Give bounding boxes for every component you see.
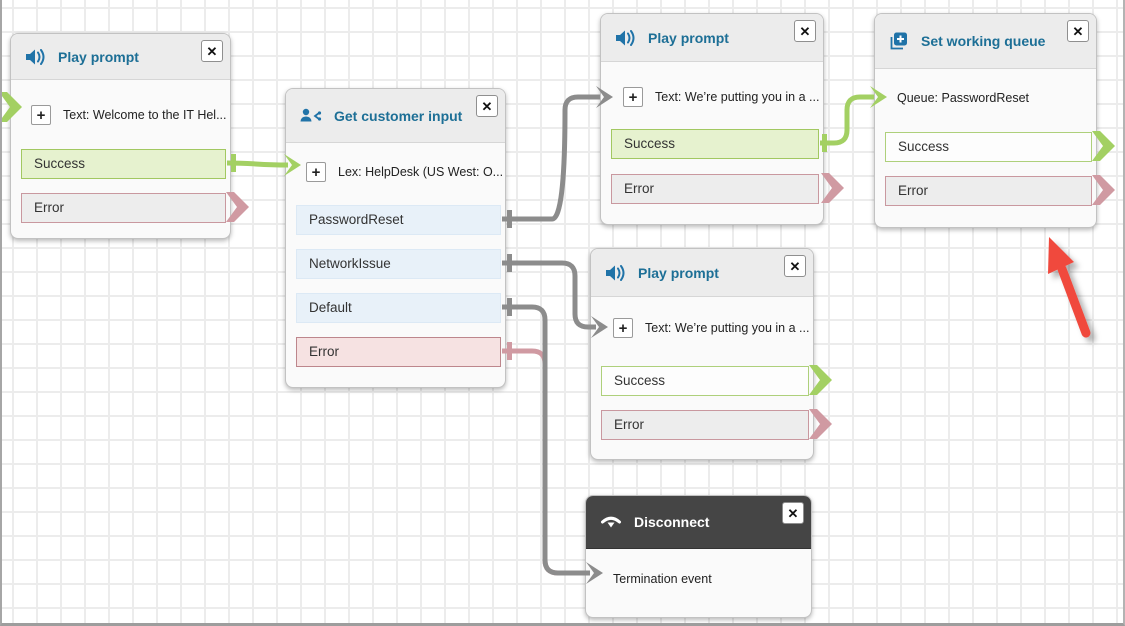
- output-success[interactable]: Success: [611, 129, 819, 159]
- output-default[interactable]: Default: [296, 293, 501, 323]
- connector-handle[interactable]: [507, 254, 512, 272]
- close-icon[interactable]: ✕: [201, 40, 223, 62]
- close-icon[interactable]: ✕: [1067, 20, 1089, 42]
- lex-summary[interactable]: + Lex: HelpDesk (US West: O...: [306, 157, 503, 187]
- termination-row[interactable]: Termination event: [613, 564, 712, 594]
- connector-default[interactable]: [502, 304, 590, 576]
- prompt-text: Text: Welcome to the IT Hel...: [63, 108, 227, 122]
- prompt-text: Text: We’re putting you in a ...: [645, 321, 810, 335]
- block-play-prompt-welcome[interactable]: Play prompt ✕ + Text: Welcome to the IT …: [10, 33, 231, 239]
- close-icon[interactable]: ✕: [794, 20, 816, 42]
- termination-text: Termination event: [613, 572, 712, 586]
- connector-success-2[interactable]: [820, 94, 874, 146]
- connector-handle[interactable]: [507, 298, 512, 316]
- annotation-arrow: [1048, 237, 1091, 338]
- connector-success-1[interactable]: [226, 160, 289, 168]
- block-title: Set working queue: [921, 33, 1046, 49]
- prompt-summary[interactable]: + Text: We’re putting you in a ...: [613, 313, 809, 343]
- block-play-prompt-queue-1[interactable]: Play prompt ✕ + Text: We’re putting you …: [600, 13, 824, 225]
- set-queue-icon: [889, 31, 909, 51]
- speaker-icon: [605, 264, 626, 282]
- block-title: Play prompt: [58, 48, 139, 65]
- block-disconnect[interactable]: Disconnect ✕ Termination event: [585, 495, 812, 618]
- queue-summary[interactable]: Queue: PasswordReset: [897, 83, 1029, 113]
- disconnect-icon: [600, 514, 622, 530]
- output-passwordreset[interactable]: PasswordReset: [296, 205, 501, 235]
- block-header[interactable]: Set working queue ✕: [875, 14, 1096, 69]
- output-error[interactable]: Error: [601, 410, 809, 440]
- connector-handle[interactable]: [231, 154, 236, 172]
- block-header[interactable]: Play prompt ✕: [11, 34, 230, 80]
- block-header[interactable]: Disconnect ✕: [586, 496, 811, 549]
- block-header[interactable]: Play prompt ✕: [601, 14, 823, 62]
- speaker-icon: [25, 48, 46, 66]
- block-header[interactable]: Play prompt ✕: [591, 249, 813, 297]
- close-icon[interactable]: ✕: [476, 95, 498, 117]
- expand-icon[interactable]: +: [306, 162, 326, 182]
- output-error[interactable]: Error: [296, 337, 501, 367]
- block-title: Play prompt: [638, 264, 719, 281]
- queue-text: Queue: PasswordReset: [897, 91, 1030, 105]
- connector-passwordreset[interactable]: [502, 94, 600, 222]
- prompt-summary[interactable]: + Text: Welcome to the IT Hel...: [31, 100, 227, 130]
- expand-icon[interactable]: +: [623, 87, 643, 107]
- output-error[interactable]: Error: [611, 174, 819, 204]
- block-title: Get customer input: [334, 107, 463, 124]
- output-error[interactable]: Error: [885, 176, 1092, 206]
- block-title: Disconnect: [634, 514, 710, 530]
- prompt-summary[interactable]: + Text: We’re putting you in a ...: [623, 82, 819, 112]
- block-set-working-queue[interactable]: Set working queue ✕ Queue: PasswordReset…: [874, 13, 1097, 228]
- error-out-chevron[interactable]: [821, 173, 844, 203]
- connector-handle[interactable]: [507, 342, 512, 360]
- output-error[interactable]: Error: [21, 193, 226, 223]
- output-success[interactable]: Success: [885, 132, 1092, 162]
- block-header[interactable]: Get customer input ✕: [286, 89, 505, 143]
- lex-text: Lex: HelpDesk (US West: O...: [338, 165, 504, 179]
- expand-icon[interactable]: +: [31, 105, 51, 125]
- expand-icon[interactable]: +: [613, 318, 633, 338]
- customer-input-icon: [300, 107, 322, 125]
- connector-handle[interactable]: [507, 210, 512, 228]
- connector-networkissue[interactable]: [502, 260, 596, 330]
- block-get-customer-input[interactable]: Get customer input ✕ + Lex: HelpDesk (US…: [285, 88, 506, 388]
- output-networkissue[interactable]: NetworkIssue: [296, 249, 501, 279]
- speaker-icon: [615, 29, 636, 47]
- block-title: Play prompt: [648, 29, 729, 46]
- output-success[interactable]: Success: [21, 149, 226, 179]
- prompt-text: Text: We’re putting you in a ...: [655, 90, 820, 104]
- connector-error-to-disconnect[interactable]: [502, 348, 582, 576]
- output-success[interactable]: Success: [601, 366, 809, 396]
- close-icon[interactable]: ✕: [782, 502, 804, 524]
- block-play-prompt-queue-2[interactable]: Play prompt ✕ + Text: We’re putting you …: [590, 248, 814, 460]
- close-icon[interactable]: ✕: [784, 255, 806, 277]
